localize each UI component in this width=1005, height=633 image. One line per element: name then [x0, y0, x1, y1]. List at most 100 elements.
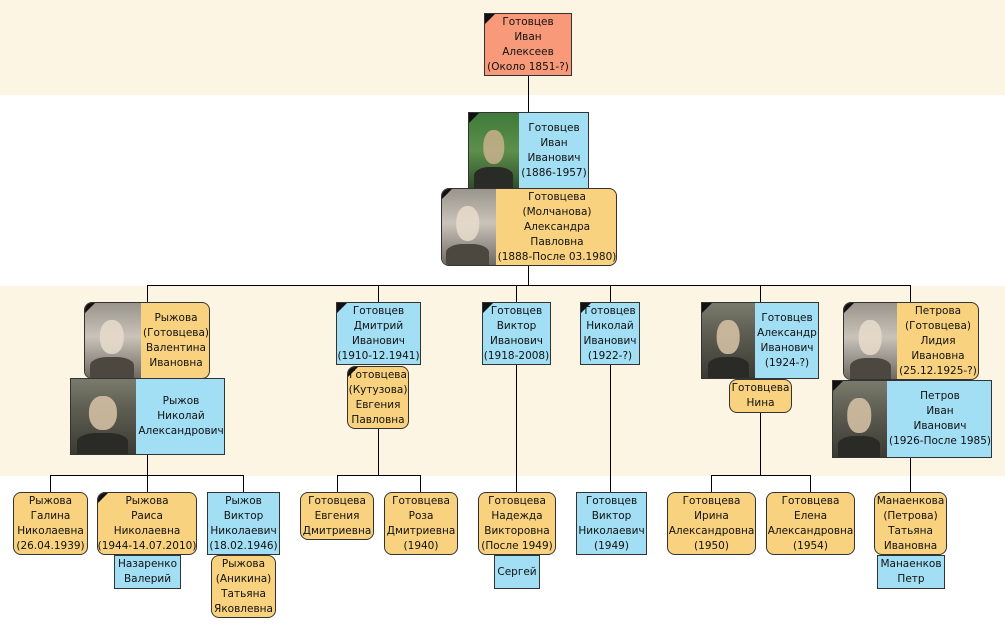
person-patronymic: Дмитриевна: [302, 524, 372, 537]
deceased-marker-icon: [337, 303, 347, 313]
person-surname: Готовцева: [488, 494, 546, 507]
person-name: Ирина: [694, 509, 729, 522]
person-card-irina[interactable]: Готовцева Ирина Александровна (1950): [667, 492, 756, 555]
person-card-root[interactable]: Готовцев Иван Алексеев (Около 1851-?): [484, 13, 572, 76]
person-card-dmitriy[interactable]: Готовцев Дмитрий Иванович (1910-12.1941): [336, 302, 421, 365]
person-patronymic: Дмитриевна: [386, 524, 456, 537]
portrait-photo-icon: [85, 303, 142, 378]
person-name: Виктор: [496, 319, 537, 332]
person-card-elena[interactable]: Готовцева Елена Александровна (1954): [766, 492, 855, 555]
person-card-tatyana-anikina[interactable]: Рыжова (Аникина) Татьяна Яковлевна: [211, 555, 276, 618]
portrait-photo-icon: [469, 113, 520, 188]
person-name: Надежда: [491, 509, 543, 522]
person-dates: (1940): [403, 539, 439, 552]
deceased-marker-icon: [442, 189, 452, 199]
person-name: Раиса: [131, 509, 163, 522]
person-patronymic: Александрович: [138, 425, 224, 437]
person-dates: (1910-12.1941): [337, 349, 420, 362]
person-surname: Рыжова: [125, 494, 169, 507]
person-surname: Готовцева: [682, 494, 741, 507]
person-dates: (26.04.1939): [16, 539, 85, 552]
person-surname: Рыжов: [162, 395, 200, 407]
person-dates: (Около 1851-?): [487, 60, 569, 73]
person-card-lidiya[interactable]: Петрова (Готовцева) Лидия Ивановна (25.1…: [843, 302, 979, 380]
person-surname: Готовцева: [781, 494, 840, 507]
person-card-viktor-ivanovich[interactable]: Готовцев Виктор Иванович (1918-2008): [482, 302, 551, 365]
person-name: Валентина: [146, 341, 206, 354]
person-surname: Готовцева: [392, 494, 450, 507]
person-patronymic: Николаевич: [578, 524, 645, 537]
person-dates: (1949): [594, 539, 629, 552]
person-surname: Рыжов: [225, 494, 262, 507]
person-card-petr[interactable]: Манаенков Петр: [877, 555, 945, 589]
person-patronymic: Иванович: [583, 334, 637, 347]
person-name: Николай: [586, 319, 634, 332]
connector-line: [711, 475, 811, 476]
person-card-nadezhda[interactable]: Готовцева Надежда Викторовна (После 1949…: [478, 492, 556, 555]
person-name: Петр: [897, 573, 925, 585]
person-card-nikolay-ryzhov[interactable]: Рыжов Николай Александрович: [70, 378, 225, 455]
person-surname: Готовцев: [584, 304, 636, 317]
person-card-galina[interactable]: Рыжова Галина Николаевна (26.04.1939): [13, 492, 88, 555]
person-card-roza[interactable]: Готовцева Роза Дмитриевна (1940): [384, 492, 458, 555]
person-card-sergey[interactable]: Сергей: [494, 555, 540, 589]
person-patronymic: Яковлевна: [214, 602, 273, 615]
portrait-photo-icon: [442, 189, 496, 265]
person-surname: Готовцев: [761, 311, 813, 324]
person-patronymic: Ивановна: [883, 539, 938, 552]
person-name: Виктор: [591, 509, 632, 522]
person-card-aleksandr[interactable]: Готовцев Александр Иванович (1924-?): [701, 302, 819, 379]
person-card-evgeniya-dmitrievna[interactable]: Готовцева Евгения Дмитриевна: [300, 492, 374, 540]
person-surname: Петров: [920, 390, 960, 402]
person-dates: (25.12.1925-?): [899, 364, 977, 377]
person-maiden-name: (Петрова): [883, 509, 938, 522]
person-card-evgeniya-kutuzova[interactable]: Готовцева (Кутузова) Евгения Павловна: [347, 366, 409, 429]
person-card-valeriy[interactable]: Назаренко Валерий: [114, 555, 181, 589]
person-name: Татьяна: [888, 524, 933, 537]
person-card-viktor-nikolaevich[interactable]: Готовцев Виктор Николаевич (1949): [576, 492, 647, 555]
person-name: Иван: [540, 136, 568, 149]
person-name: Галина: [30, 509, 71, 522]
person-surname: Рыжова: [28, 494, 73, 507]
person-patronymic: Александровна: [767, 524, 854, 537]
person-card-nikolay-ivanovich[interactable]: Готовцев Николай Иванович (1922-?): [580, 302, 640, 365]
portrait-photo-icon: [833, 381, 887, 457]
person-card-raisa[interactable]: Рыжова Раиса Николаевна (1944-14.07.2010…: [97, 492, 197, 555]
person-patronymic: Алексеев: [502, 45, 554, 58]
person-card-viktor-ryzhov[interactable]: Рыжов Виктор Николаевич (18.02.1946): [207, 492, 280, 555]
connector-line: [147, 475, 148, 493]
person-dates: (1886-1957): [521, 166, 587, 179]
person-maiden-name: (Молчанова): [522, 205, 592, 218]
person-name: Татьяна: [221, 587, 266, 600]
connector-line: [378, 285, 379, 303]
person-name: Александр: [757, 326, 817, 339]
connector-line: [528, 265, 529, 286]
person-card-nina[interactable]: Готовцева Нина: [729, 379, 792, 413]
connector-line: [516, 365, 517, 493]
connector-line: [147, 454, 148, 476]
deceased-marker-icon: [85, 303, 95, 313]
person-maiden-name: (Аникина): [215, 572, 272, 585]
person-surname: Петрова: [914, 304, 962, 317]
person-card-aleksandra-pavlovna[interactable]: Готовцева (Молчанова) Александра Павловн…: [441, 188, 617, 266]
person-card-ivan-ivanovich[interactable]: Готовцев Иван Иванович (1886-1957): [468, 112, 589, 189]
person-patronymic: Иванович: [913, 420, 967, 432]
person-patronymic: Иванович: [352, 334, 405, 347]
connector-line: [610, 365, 611, 493]
connector-line: [910, 457, 911, 493]
person-patronymic: Николаевна: [17, 524, 84, 537]
person-dates: (1950): [694, 539, 729, 552]
portrait-photo-icon: [844, 303, 898, 379]
person-name: Евгения: [355, 398, 401, 411]
deceased-marker-icon: [483, 303, 493, 313]
connector-line: [147, 285, 148, 303]
deceased-marker-icon: [98, 493, 108, 503]
connector-line: [337, 475, 421, 476]
person-dates: (1954): [793, 539, 828, 552]
person-card-tatyana-manaenkova[interactable]: Манаенкова (Петрова) Татьяна Ивановна: [874, 492, 947, 555]
person-card-ivan-petrov[interactable]: Петров Иван Иванович (1926-После 1985): [832, 380, 992, 458]
deceased-marker-icon: [469, 113, 479, 123]
deceased-marker-icon: [833, 381, 843, 391]
person-card-valentina[interactable]: Рыжова (Готовцева) Валентина Ивановна: [84, 302, 210, 379]
connector-line: [910, 285, 911, 303]
